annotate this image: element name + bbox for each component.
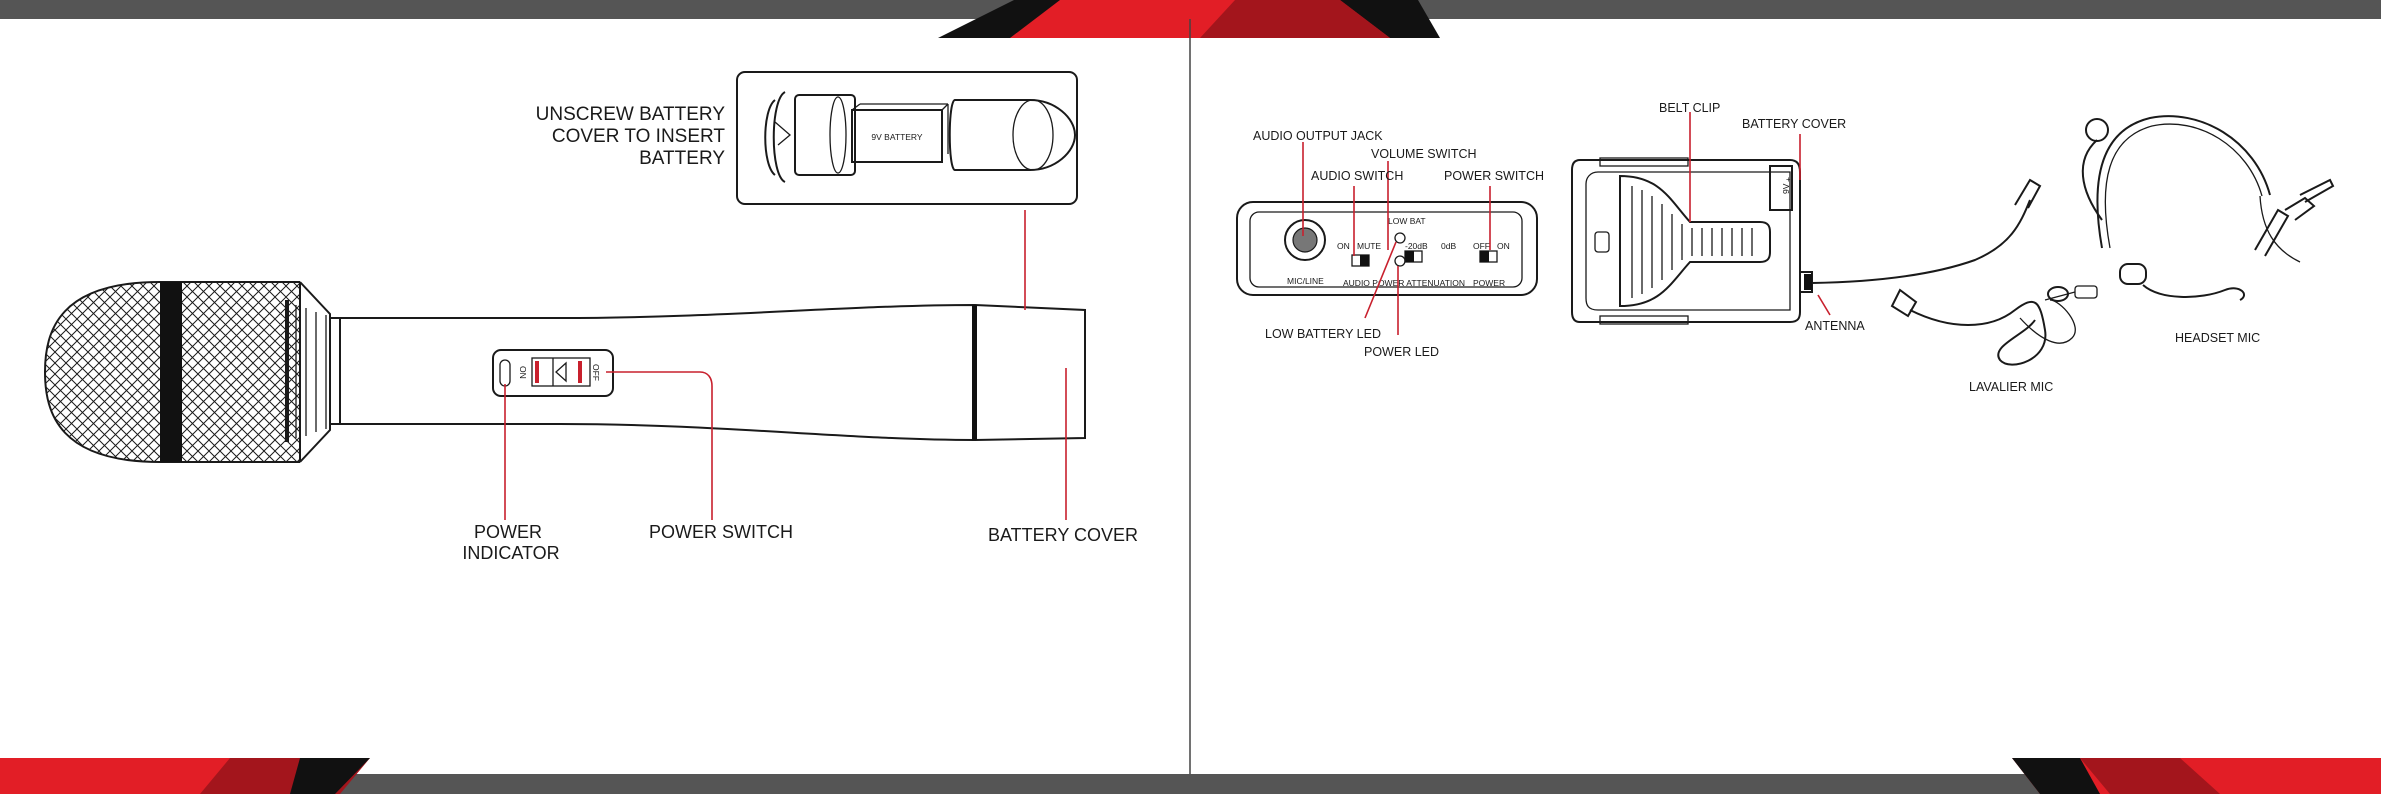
top-band bbox=[0, 0, 2381, 38]
battery-label: 9V BATTERY bbox=[871, 132, 923, 142]
audio-switch-label: AUDIO SWITCH bbox=[1311, 169, 1403, 183]
antenna-label: ANTENNA bbox=[1805, 319, 1865, 333]
low-bat-text: LOW BAT bbox=[1388, 216, 1426, 226]
plus-text: + bbox=[1786, 174, 1791, 184]
power-switch-label: POWER SWITCH bbox=[649, 522, 793, 542]
receiver-panel bbox=[1236, 201, 1538, 296]
battery-inset bbox=[736, 71, 1078, 205]
left-leader-lines bbox=[504, 210, 1067, 520]
volume-switch-label: VOLUME SWITCH bbox=[1371, 147, 1477, 161]
battery-cover-label: BATTERY COVER bbox=[988, 525, 1138, 545]
battery-callout-line-2: COVER TO INSERT bbox=[552, 126, 726, 147]
bottom-band bbox=[0, 758, 2381, 794]
battery-callout-line-3: BATTERY bbox=[639, 148, 725, 169]
power-led-label: POWER LED bbox=[1364, 345, 1439, 359]
audio-power-attenuation-text: AUDIO POWER ATTENUATION bbox=[1343, 278, 1465, 288]
mic-line-text: MIC/LINE bbox=[1287, 276, 1324, 286]
lavalier-mic bbox=[1890, 285, 2098, 366]
battery-callout-line-1: UNSCREW BATTERY bbox=[536, 104, 726, 125]
belt-clip-label: BELT CLIP bbox=[1659, 101, 1720, 115]
mute-text: MUTE bbox=[1357, 241, 1381, 251]
switch-on-label: ON bbox=[518, 366, 528, 379]
power-indicator-label-2: INDICATOR bbox=[462, 543, 559, 563]
low-battery-led-label: LOW BATTERY LED bbox=[1265, 327, 1381, 341]
on-text: ON bbox=[1337, 241, 1350, 251]
headset-mic bbox=[2081, 115, 2335, 301]
audio-output-jack-label: AUDIO OUTPUT JACK bbox=[1253, 129, 1383, 143]
bodypack-leader-lines bbox=[1689, 112, 1831, 316]
headset-mic-label: HEADSET MIC bbox=[2175, 331, 2260, 345]
switch-off-label: OFF bbox=[591, 364, 601, 381]
power-indicator-label-1: POWER bbox=[474, 522, 542, 542]
minus20db-text: -20dB bbox=[1405, 241, 1428, 251]
off-text: OFF bbox=[1473, 241, 1490, 251]
zerodb-text: 0dB bbox=[1441, 241, 1456, 251]
lavalier-mic-label: LAVALIER MIC bbox=[1969, 380, 2053, 394]
power-text: POWER bbox=[1473, 278, 1505, 288]
handheld-mic-illustration bbox=[43, 281, 1086, 463]
on2-text: ON bbox=[1497, 241, 1510, 251]
receiver-leader-lines bbox=[1302, 142, 1491, 335]
receiver-power-switch-label: POWER SWITCH bbox=[1444, 169, 1544, 183]
bodypack-battery-cover-label: BATTERY COVER bbox=[1742, 117, 1846, 131]
bodypack-transmitter bbox=[1571, 157, 2042, 325]
nine-v-text: 9V bbox=[1781, 183, 1791, 194]
